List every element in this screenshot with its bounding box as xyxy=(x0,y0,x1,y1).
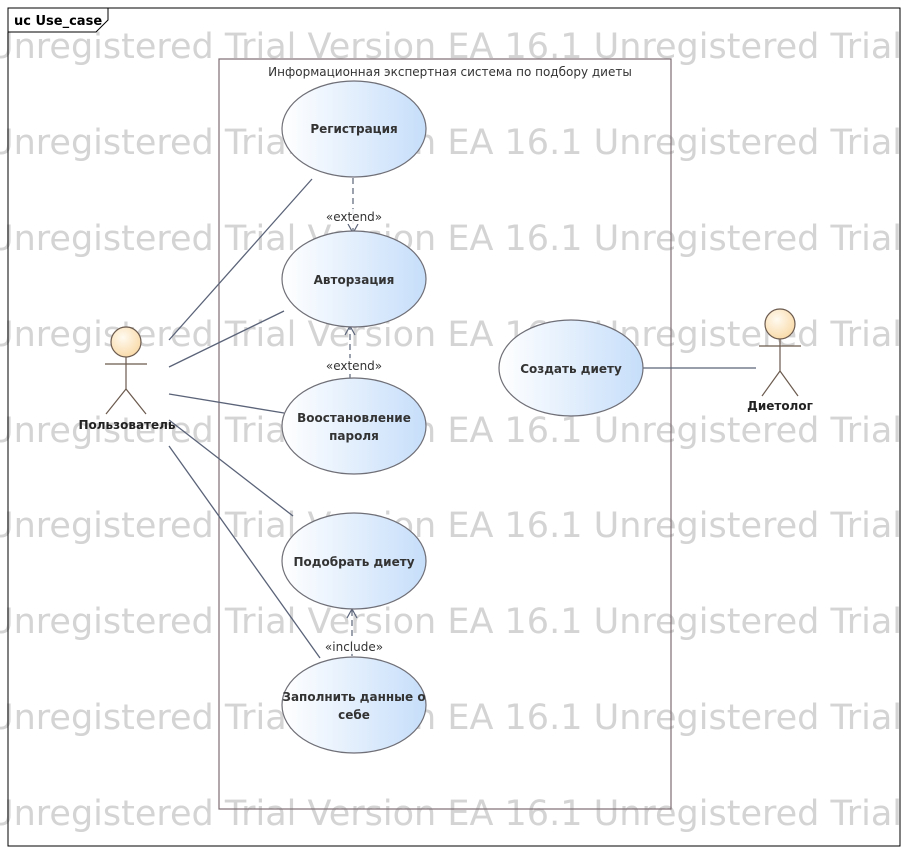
use-case-label: себе xyxy=(338,708,370,722)
extend-label: «extend» xyxy=(326,210,382,224)
diagram-frame xyxy=(7,7,901,847)
system-boundary-title: Информационная экспертная система по под… xyxy=(268,65,632,79)
include-label: «include» xyxy=(325,640,383,654)
use-case-label: Создать диету xyxy=(520,362,622,376)
watermark-text: Unregistered Trial Version EA 16.1 Unreg… xyxy=(0,698,908,738)
association-line xyxy=(168,310,285,368)
watermark-text: Unregistered Trial Version EA 16.1 Unreg… xyxy=(0,123,908,163)
watermark-layer: Unregistered Trial Version EA 16.1 Unreg… xyxy=(0,27,908,834)
associations xyxy=(168,178,756,659)
frame-label: uc Use_case xyxy=(14,14,102,29)
use-case-password-recovery[interactable]: Воостановление пароля xyxy=(281,377,427,475)
association-line xyxy=(168,178,313,341)
use-case-choose-diet[interactable]: Подобрать диету xyxy=(281,512,427,610)
association-line xyxy=(168,393,285,414)
use-case-label: Воостановление xyxy=(297,411,411,425)
actor-dietitian[interactable] xyxy=(759,308,801,397)
watermark-text: Unregistered Trial Version EA 16.1 Unreg… xyxy=(0,506,908,546)
association-line xyxy=(168,445,321,659)
extend-label: «extend» xyxy=(326,359,382,373)
use-case-label: Авторзация xyxy=(314,273,395,287)
watermark-text: Unregistered Trial Version EA 16.1 Unreg… xyxy=(0,411,908,451)
use-case-label: пароля xyxy=(329,429,379,443)
watermark-text: Unregistered Trial Version EA 16.1 Unreg… xyxy=(0,27,908,67)
use-case-label: Регистрация xyxy=(310,122,397,136)
use-case-create-diet[interactable]: Создать диету xyxy=(498,319,644,417)
watermark-text: Unregistered Trial Version EA 16.1 Unreg… xyxy=(0,602,908,642)
association-line xyxy=(168,419,294,517)
watermark-text: Unregistered Trial Version EA 16.1 Unreg… xyxy=(0,219,908,259)
actor-head-icon xyxy=(110,326,142,358)
actor-user-label: Пользователь xyxy=(78,418,175,432)
system-boundary xyxy=(218,58,672,810)
use-case-label: Подобрать диету xyxy=(293,555,414,569)
watermark-text: Unregistered Trial Version EA 16.1 Unreg… xyxy=(0,315,908,355)
actor-head-icon xyxy=(764,308,796,340)
actor-dietitian-label: Диетолог xyxy=(747,399,813,413)
stereotype-labels: «extend» «extend» «include» xyxy=(324,209,384,654)
use-case-authorization[interactable]: Авторзация xyxy=(281,230,427,328)
actor-user[interactable] xyxy=(105,326,147,415)
watermark-text: Unregistered Trial Version EA 16.1 Unreg… xyxy=(0,794,908,834)
use-case-label: Заполнить данные о xyxy=(282,690,425,704)
frame-tab xyxy=(7,7,109,33)
use-case-fill-data[interactable]: Заполнить данные о себе xyxy=(281,656,427,754)
use-case-registration[interactable]: Регистрация xyxy=(281,80,427,178)
